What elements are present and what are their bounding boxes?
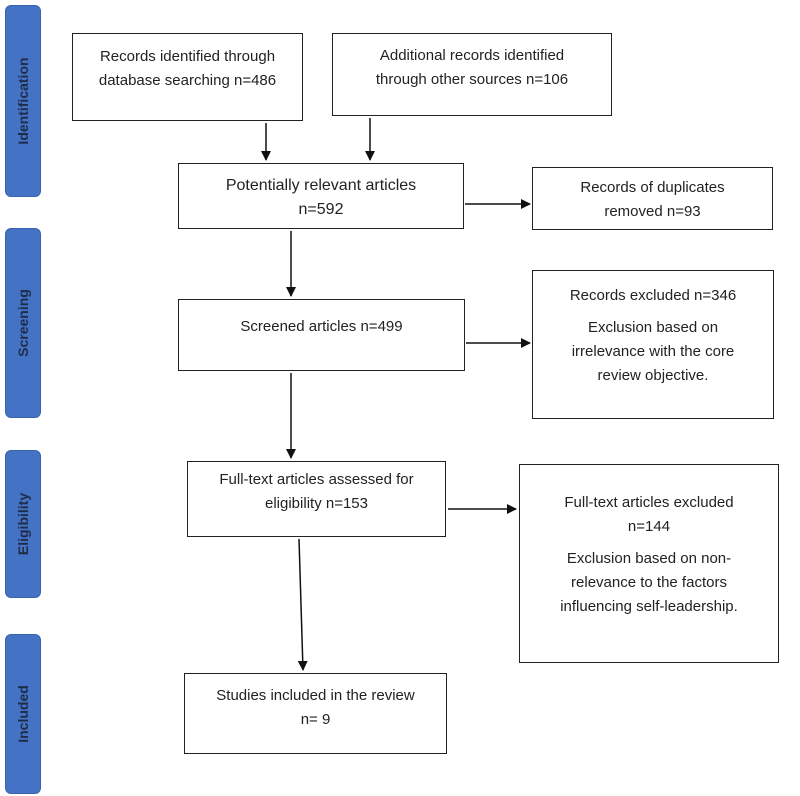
fulltext-assessed-line2: eligibility n=153 — [265, 495, 368, 512]
database-search-line2: database searching n=486 — [98, 72, 277, 89]
stage-included: Included — [5, 634, 41, 794]
screened-box: Screened articles n=499 — [178, 299, 465, 371]
database-search-box: Records identified through database sear… — [72, 33, 303, 121]
arrow-fulltext-to-included — [297, 538, 308, 671]
database-search-line1: Records identified through — [99, 48, 276, 65]
records-excluded-line3: irrelevance with the core — [571, 343, 735, 360]
records-excluded-line1: Records excluded n=346 — [569, 287, 737, 304]
fulltext-assessed-box: Full-text articles assessed for eligibil… — [187, 461, 446, 537]
included-studies-line2: n= 9 — [300, 711, 331, 728]
other-sources-line2: through other sources n=106 — [375, 71, 569, 88]
fulltext-excluded-line3: Exclusion based on non- — [566, 550, 732, 567]
stage-screening: Screening — [5, 228, 41, 418]
other-sources-box: Additional records identified through ot… — [332, 33, 612, 116]
potentially-relevant-box: Potentially relevant articles n=592 — [178, 163, 464, 229]
records-excluded-line4: review objective. — [597, 367, 709, 384]
included-studies-box: Studies included in the review n= 9 — [184, 673, 447, 754]
fulltext-excluded-line4: relevance to the factors — [571, 574, 727, 591]
records-excluded-line2: Exclusion based on — [587, 319, 719, 336]
duplicates-removed-line2: removed n=93 — [604, 203, 701, 220]
stage-eligibility: Eligibility — [5, 450, 41, 598]
stage-identification: Identification — [5, 5, 41, 197]
duplicates-removed-line1: Records of duplicates — [580, 179, 725, 196]
fulltext-assessed-line1: Full-text articles assessed for — [219, 471, 414, 488]
screened-line1: Screened articles n=499 — [240, 318, 403, 335]
fulltext-excluded-line2: n=144 — [627, 518, 671, 535]
records-excluded-box: Records excluded n=346 Exclusion based o… — [532, 270, 774, 419]
potentially-relevant-line1: Potentially relevant articles — [225, 177, 417, 194]
included-studies-line1: Studies included in the review — [216, 687, 415, 704]
fulltext-excluded-box: Full-text articles excluded n=144 Exclus… — [519, 464, 779, 663]
fulltext-excluded-line5: influencing self-leadership. — [560, 598, 738, 615]
potentially-relevant-line2: n=592 — [298, 201, 344, 218]
other-sources-line1: Additional records identified — [379, 47, 565, 64]
fulltext-excluded-line1: Full-text articles excluded — [564, 494, 734, 511]
duplicates-removed-box: Records of duplicates removed n=93 — [532, 167, 773, 230]
